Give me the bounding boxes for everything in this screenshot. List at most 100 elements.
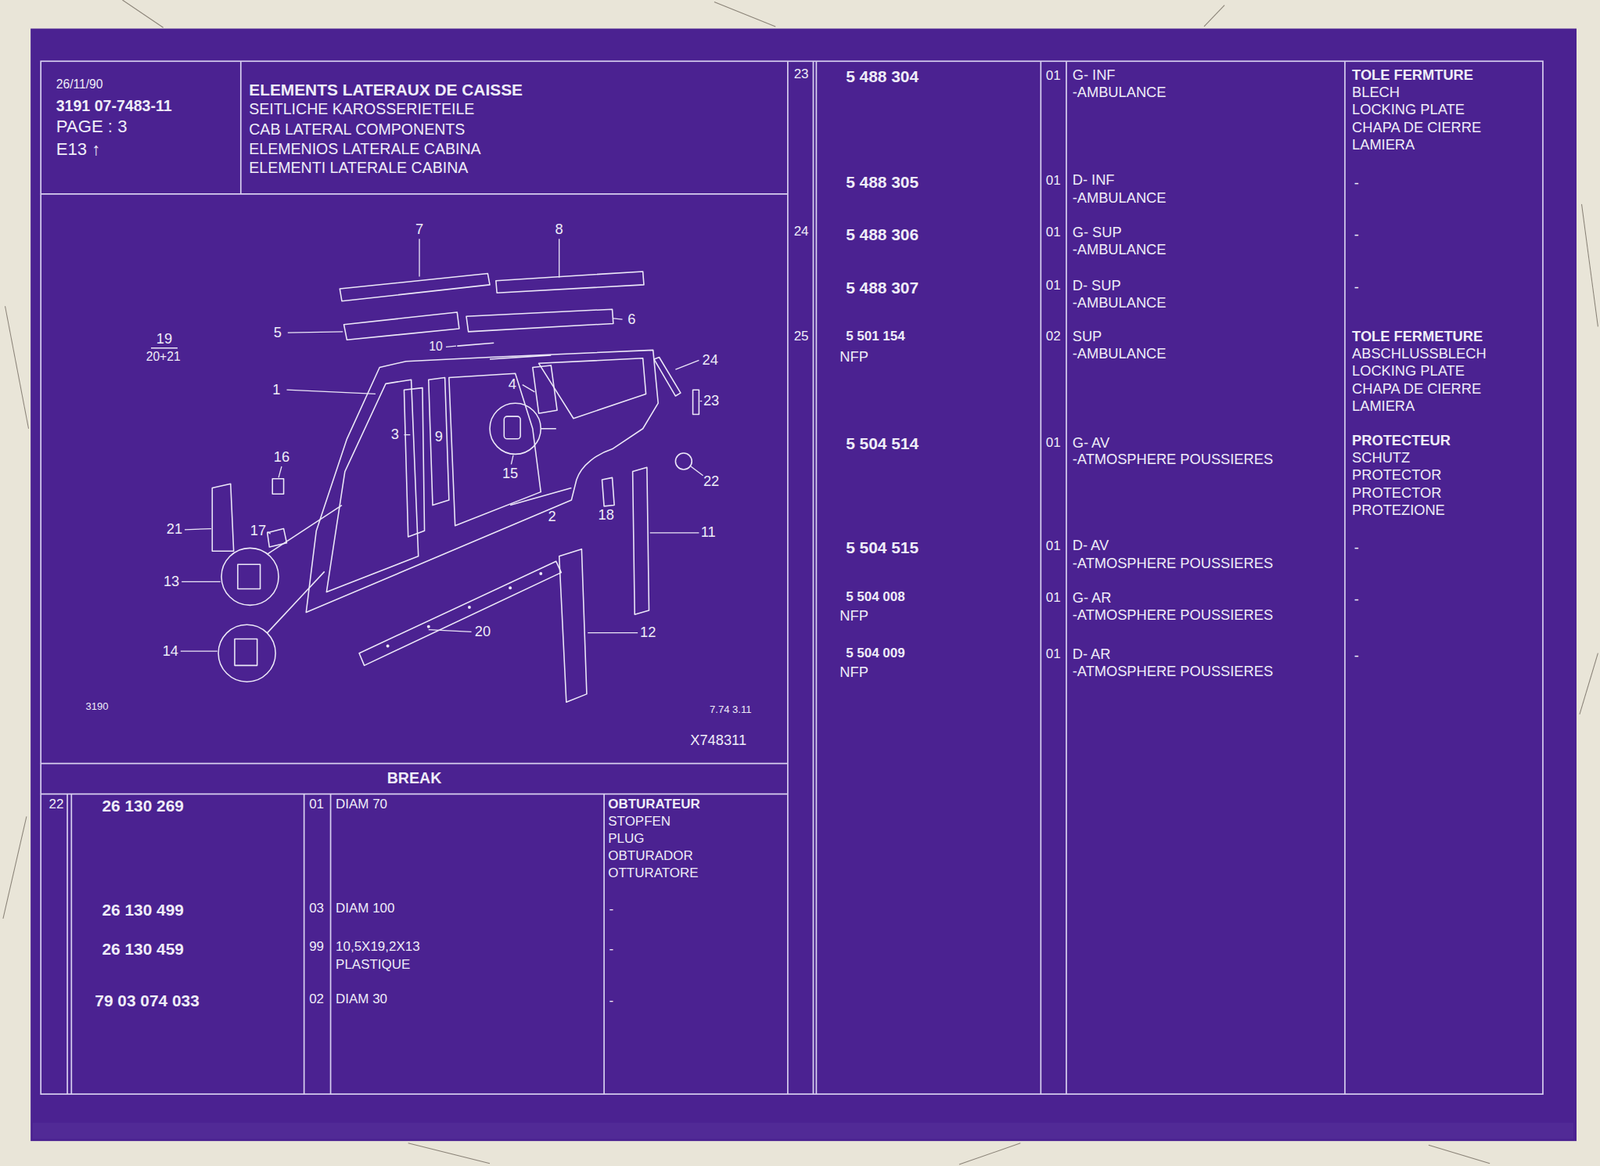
film-scratches bbox=[3, 0, 1598, 1165]
film-panel bbox=[30, 28, 1577, 1142]
callout-number: 10 bbox=[428, 340, 443, 354]
description: G- SUP bbox=[1072, 224, 1122, 241]
part-number: 26 130 499 bbox=[101, 901, 184, 920]
description: -AMBULANCE bbox=[1072, 241, 1167, 258]
title-text: ELEMENIOS LATERALE CABINA bbox=[248, 140, 481, 159]
part-name: - bbox=[1354, 226, 1360, 243]
callout-number: 20 bbox=[474, 623, 491, 640]
note: NFP bbox=[839, 608, 869, 625]
date-text: 26/11/90 bbox=[56, 78, 104, 92]
part-name: - bbox=[1354, 539, 1360, 556]
callout-number: 8 bbox=[555, 221, 564, 238]
callout-number: 19 bbox=[156, 330, 173, 347]
part-name: PLUG bbox=[607, 831, 644, 847]
part-number: 79 03 074 033 bbox=[94, 992, 199, 1011]
part-number: 5 488 306 bbox=[845, 225, 919, 244]
title-text: ELEMENTI LATERALE CABINA bbox=[248, 159, 468, 177]
callout-number: 9 bbox=[435, 428, 443, 445]
description: D- SUP bbox=[1072, 277, 1122, 294]
part-name: OTTURATORE bbox=[607, 866, 698, 881]
part-name: PROTECTOR bbox=[1351, 467, 1442, 484]
part-number: 5 488 304 bbox=[845, 67, 919, 86]
title-text: ELEMENTS LATERAUX DE CAISSE bbox=[248, 80, 523, 99]
film-edge bbox=[32, 1122, 1574, 1140]
callout-number: 24 bbox=[702, 352, 719, 368]
description: -AMBULANCE bbox=[1072, 85, 1167, 101]
row-index: 23 bbox=[794, 67, 809, 83]
callout-number: 7 bbox=[415, 221, 424, 238]
part-name: PROTECTOR bbox=[1351, 485, 1442, 501]
figure-code: X748311 bbox=[690, 733, 747, 749]
description: -ATMOSPHERE POUSSIERES bbox=[1072, 663, 1273, 680]
description: -ATMOSPHERE POUSSIERES bbox=[1072, 607, 1273, 623]
part-number: 5 501 154 bbox=[845, 329, 905, 345]
reference-text: 3191 07-7483-11 bbox=[56, 97, 173, 116]
description: G- AV bbox=[1072, 435, 1110, 451]
part-number: 26 130 459 bbox=[101, 939, 184, 958]
part-number: 5 504 008 bbox=[845, 589, 905, 605]
part-name: - bbox=[609, 942, 615, 957]
description: DIAM 100 bbox=[335, 900, 395, 916]
section-text: E13 ↑ bbox=[56, 140, 101, 160]
quantity: 01 bbox=[1046, 647, 1061, 662]
part-name: TOLE FERMETURE bbox=[1351, 328, 1483, 345]
part-name: LOCKING PLATE bbox=[1351, 363, 1465, 380]
description: -ATMOSPHERE POUSSIERES bbox=[1072, 555, 1273, 572]
quantity: 01 bbox=[1046, 225, 1061, 241]
callout-number: 1 bbox=[272, 381, 281, 398]
quantity: 01 bbox=[1046, 435, 1061, 451]
quantity: 01 bbox=[1046, 173, 1061, 189]
table-grid bbox=[40, 61, 1543, 1094]
callout-number: 15 bbox=[502, 465, 518, 482]
page-text: PAGE : 3 bbox=[56, 118, 128, 137]
body-side-illustration bbox=[212, 271, 699, 702]
callout-number: 5 bbox=[273, 324, 282, 341]
part-name: PROTEZIONE bbox=[1351, 502, 1446, 518]
callout-number: 21 bbox=[166, 521, 183, 538]
part-name: CHAPA DE CIERRE bbox=[1351, 119, 1482, 136]
quantity: 02 bbox=[309, 991, 324, 1007]
part-number: 5 504 515 bbox=[845, 539, 919, 558]
quantity: 03 bbox=[309, 900, 324, 916]
part-name: LAMIERA bbox=[1351, 398, 1415, 414]
part-name: - bbox=[1354, 648, 1360, 665]
quantity: 01 bbox=[1046, 538, 1061, 554]
quantity: 99 bbox=[309, 939, 324, 955]
callout-number: 11 bbox=[701, 524, 716, 541]
callout-number: 2 bbox=[547, 508, 556, 525]
callout-number: 3 bbox=[391, 427, 400, 443]
description: D- AV bbox=[1072, 538, 1109, 554]
part-number: 5 488 307 bbox=[845, 278, 919, 297]
description: DIAM 70 bbox=[335, 796, 388, 812]
part-number: 5 504 514 bbox=[845, 435, 919, 454]
description: -ATMOSPHERE POUSSIERES bbox=[1072, 451, 1273, 468]
title-text: SEITLICHE KAROSSERIETEILE bbox=[248, 100, 475, 119]
part-name: TOLE FERMTURE bbox=[1351, 67, 1474, 83]
part-number: 5 488 305 bbox=[845, 173, 919, 192]
figure-code: 3190 bbox=[85, 700, 108, 712]
callout-number: 16 bbox=[273, 449, 290, 465]
figure-code: 7.74 3.11 bbox=[709, 703, 752, 715]
row-index: 24 bbox=[794, 224, 809, 240]
leader-lines bbox=[151, 238, 704, 651]
quantity: 01 bbox=[1046, 68, 1061, 83]
description: G- INF bbox=[1072, 67, 1116, 83]
description: -AMBULANCE bbox=[1072, 190, 1167, 206]
description: -AMBULANCE bbox=[1072, 294, 1167, 311]
part-name: - bbox=[1354, 176, 1360, 192]
part-name: PROTECTEUR bbox=[1351, 432, 1451, 449]
description: D- AR bbox=[1072, 646, 1112, 662]
part-name: LAMIERA bbox=[1351, 136, 1415, 153]
part-name: STOPFEN bbox=[607, 814, 671, 830]
description: 10,5X19,2X13 bbox=[335, 939, 420, 955]
part-number: 5 504 009 bbox=[845, 645, 905, 661]
callout-number: 12 bbox=[640, 625, 656, 641]
callout-number: 4 bbox=[508, 377, 517, 393]
section-band: BREAK bbox=[40, 763, 788, 795]
callout-number: 23 bbox=[703, 393, 720, 410]
header-cell: 26/11/90 3191 07-7483-11PAGE : 3 E13 ↑ bbox=[40, 61, 241, 195]
part-name: OBTURATEUR bbox=[607, 796, 700, 812]
description: G- AR bbox=[1072, 589, 1112, 606]
